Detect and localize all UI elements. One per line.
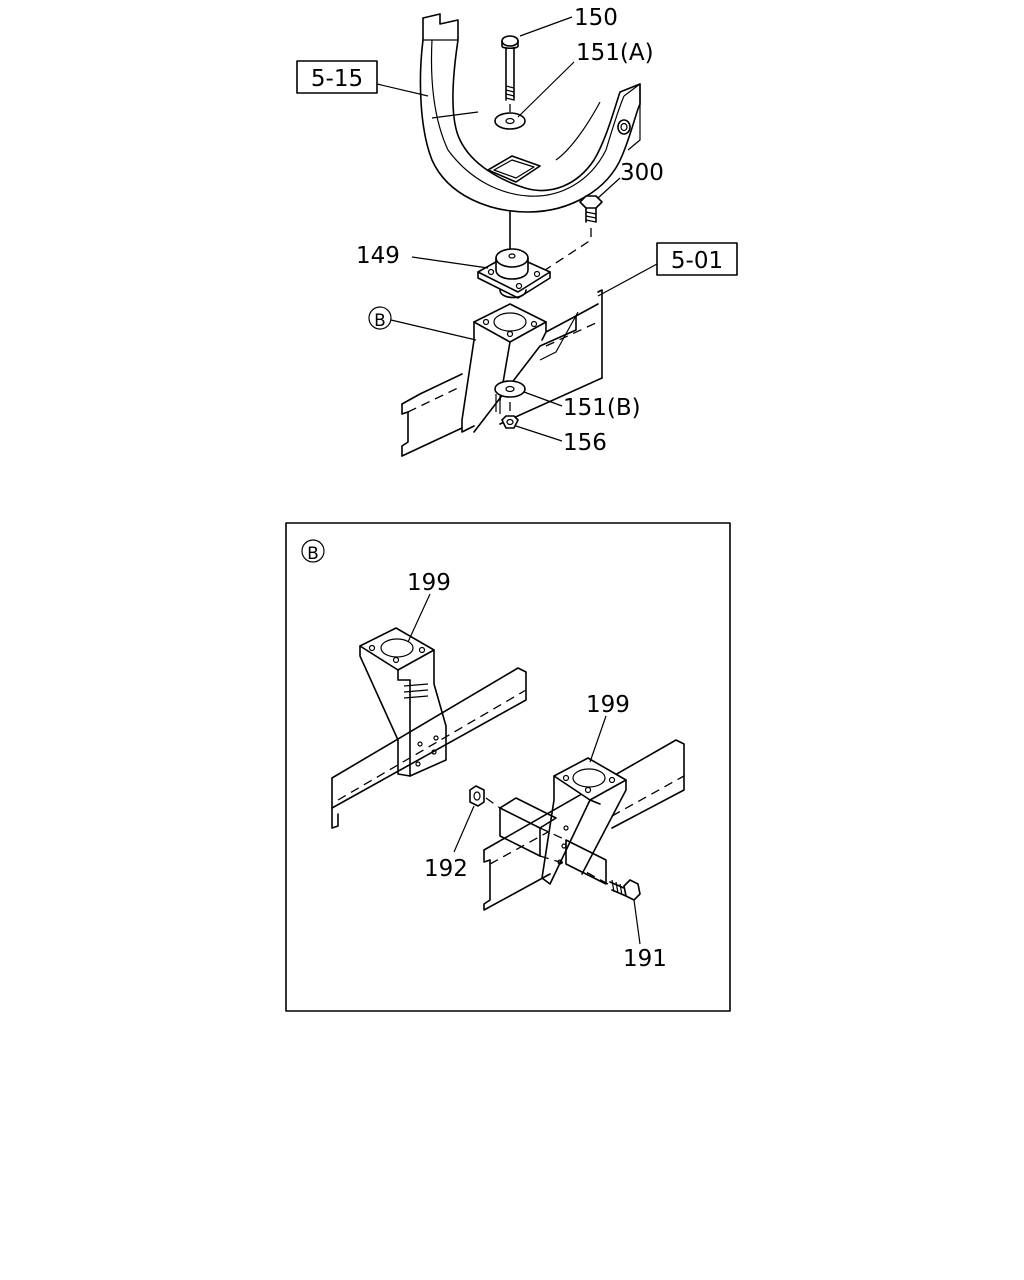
inset-marker-b-label: B xyxy=(307,544,319,564)
ref-box-5-01: 5-01 xyxy=(597,242,738,297)
callout-150: 150 xyxy=(574,5,618,31)
leader-199-lower xyxy=(589,715,607,763)
detail-marker-b-label: B xyxy=(374,311,386,331)
frame-bracket xyxy=(461,303,579,433)
callout-149: 149 xyxy=(356,243,400,269)
callout-191: 191 xyxy=(623,946,667,972)
ref-label-5-15: 5-15 xyxy=(311,66,363,92)
callout-199-upper: 199 xyxy=(407,570,451,596)
detail-bracket-199-upper xyxy=(359,627,447,777)
detail-marker-b: B xyxy=(368,306,477,341)
leader-300 xyxy=(597,177,621,199)
bolt-150 xyxy=(501,35,519,112)
leader-151b xyxy=(523,391,563,407)
callout-199-lower: 199 xyxy=(586,692,630,718)
detail-bracket-199-lower xyxy=(541,757,627,885)
callout-300: 300 xyxy=(620,160,664,186)
nut-156 xyxy=(501,402,519,429)
washer-151b xyxy=(494,380,526,414)
detail-b-frame xyxy=(285,522,731,1012)
detail-nut-192 xyxy=(469,785,501,809)
leader-150 xyxy=(519,16,573,37)
detail-rail-left xyxy=(331,667,527,829)
ref-box-5-15: 5-15 xyxy=(296,60,429,97)
leader-199-upper xyxy=(407,593,431,643)
leader-156 xyxy=(515,425,563,442)
callout-151a: 151(A) xyxy=(576,40,654,66)
leader-151a xyxy=(517,61,575,118)
bolt-300 xyxy=(541,195,603,273)
callout-192: 192 xyxy=(424,856,468,882)
frame-rail-5-01 xyxy=(401,289,603,457)
detail-b-panel: B xyxy=(285,522,731,1012)
washer-151a xyxy=(494,112,526,130)
leader-191 xyxy=(633,899,641,945)
leader-149 xyxy=(411,256,489,269)
leader-192 xyxy=(453,805,475,853)
ref-label-5-01: 5-01 xyxy=(671,248,723,274)
detail-bolt-191 xyxy=(585,871,641,901)
cross-member-5-15 xyxy=(419,13,641,213)
inset-marker-b: B xyxy=(301,539,325,564)
callout-151b: 151(B) xyxy=(563,395,641,421)
callout-156: 156 xyxy=(563,430,607,456)
mount-insulator-149 xyxy=(477,248,551,299)
